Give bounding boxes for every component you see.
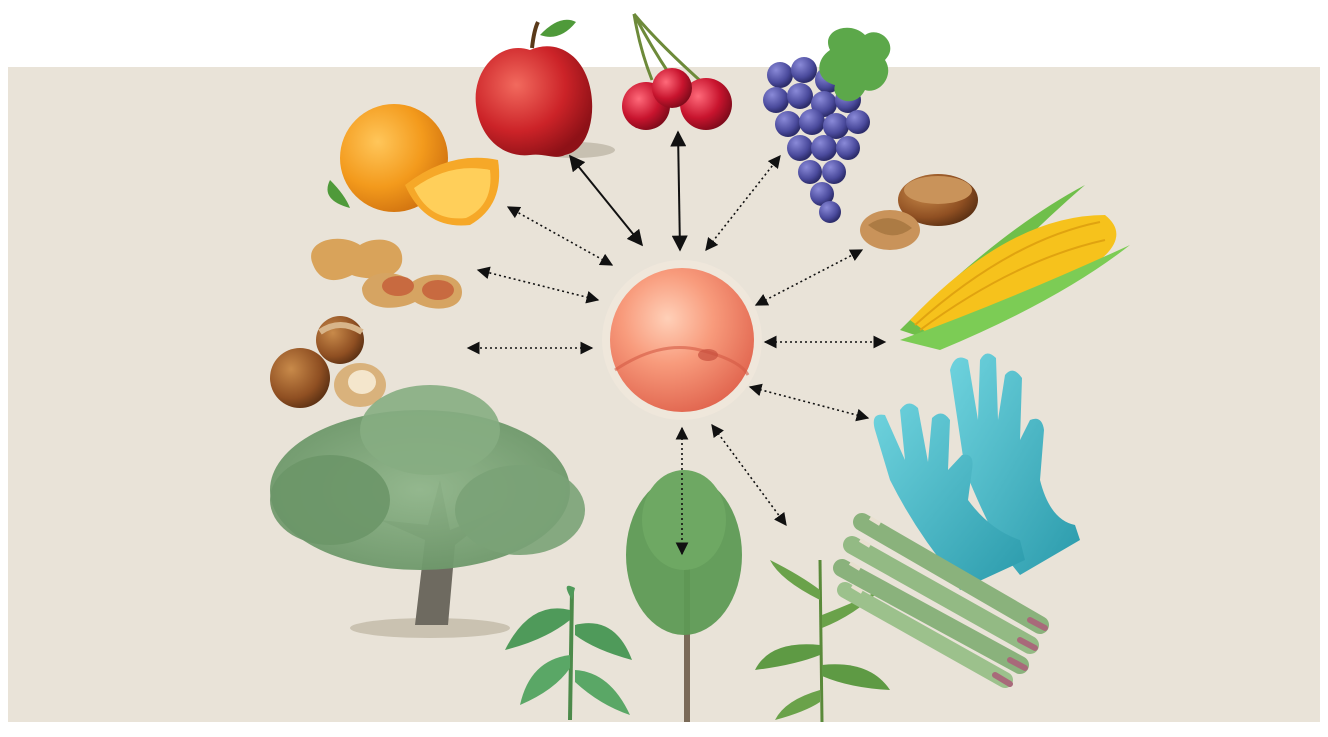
arrow-peach-peanut bbox=[478, 270, 598, 300]
hazelnut-icon bbox=[270, 316, 386, 408]
peach-center bbox=[602, 260, 762, 420]
small-tree-icon bbox=[626, 470, 742, 722]
herb-plant-icon bbox=[505, 586, 632, 720]
peanut-icon bbox=[311, 239, 462, 309]
apple-icon bbox=[476, 20, 615, 158]
arrow-peach-apple bbox=[570, 156, 642, 245]
tree-icon bbox=[270, 385, 585, 638]
cherry-icon bbox=[622, 14, 732, 130]
arrow-peach-gloves bbox=[750, 387, 868, 418]
grapes-icon bbox=[763, 28, 890, 223]
arrow-peach-orange bbox=[508, 207, 612, 265]
arrow-peach-cherry bbox=[678, 132, 680, 250]
orange-icon bbox=[328, 104, 500, 226]
arrow-peach-grapes bbox=[706, 156, 780, 250]
walnut-icon bbox=[860, 174, 978, 250]
arrow-peach-walnut bbox=[756, 250, 862, 305]
